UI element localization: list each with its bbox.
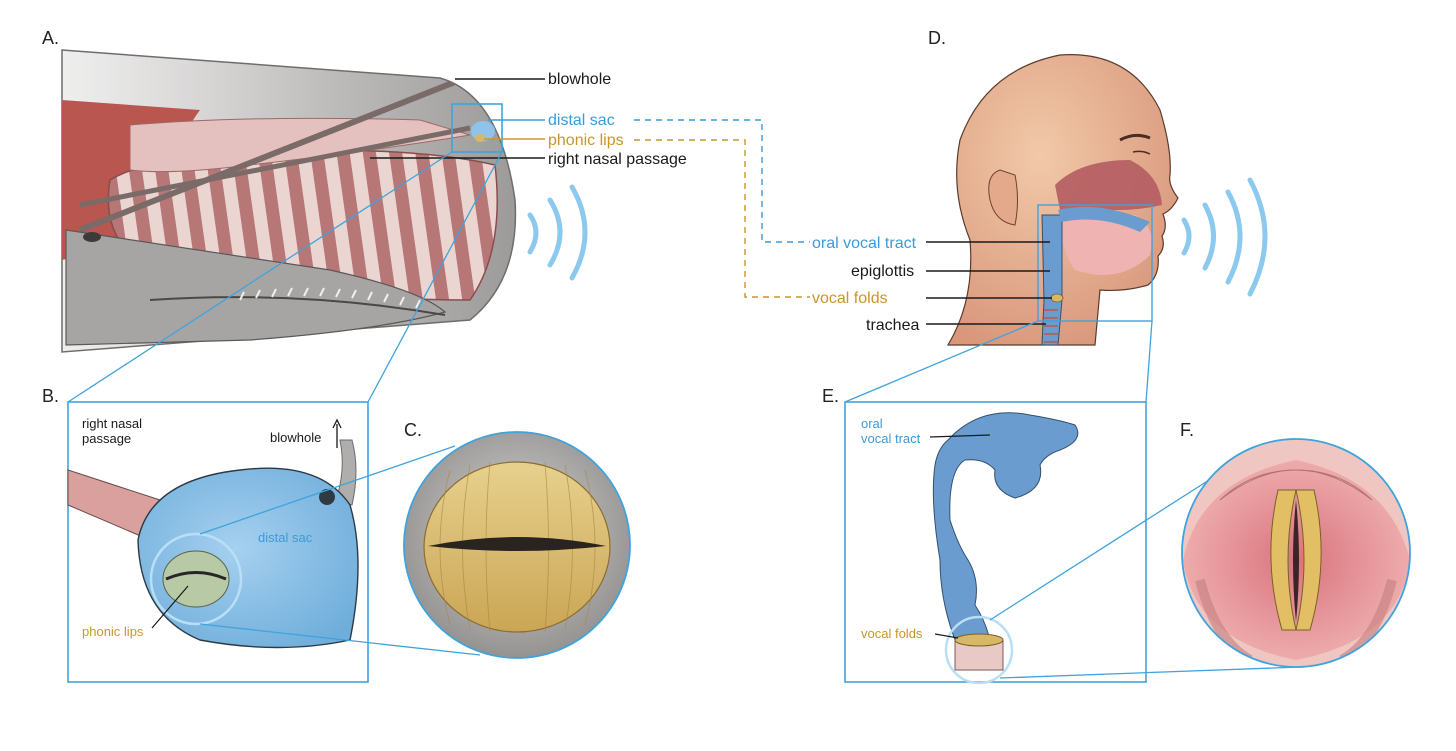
panel-c-phonic-lips: C. <box>199 420 631 659</box>
connector-phonic-lips-to-vocal-folds <box>634 139 810 298</box>
label-b-right-nasal-line1: right nasal <box>82 416 142 431</box>
whale-eye <box>83 232 101 242</box>
homology-connectors <box>634 119 810 298</box>
phonic-lips-shape <box>475 134 485 142</box>
human-ear <box>988 169 1018 226</box>
label-e-oral-line2: vocal tract <box>861 431 921 446</box>
label-b-distal-sac: distal sac <box>258 530 313 545</box>
connector-distal-sac-to-oral-vocal-tract <box>634 119 810 243</box>
panel-e-letter: E. <box>822 386 839 406</box>
vocal-tract-upper <box>1058 206 1150 232</box>
glottis <box>1293 500 1299 622</box>
panel-b-letter: B. <box>42 386 59 406</box>
panel-d-labels: oral vocal tract epiglottis vocal folds … <box>812 235 1052 334</box>
sound-waves-icon <box>1181 177 1268 297</box>
phonic-lips-closeup <box>162 550 230 608</box>
whale-head-illustration <box>61 49 517 353</box>
nasal-cavity <box>1055 160 1162 210</box>
panel-a-letter: A. <box>42 28 59 48</box>
label-distal-sac: distal sac <box>548 112 615 129</box>
label-epiglottis: epiglottis <box>851 263 914 280</box>
label-b-right-nasal-line2: passage <box>82 431 131 446</box>
label-e-vocal-folds: vocal folds <box>861 626 923 641</box>
blowhole-tube <box>335 439 357 506</box>
panel-f-vocal-folds: F. <box>989 420 1411 679</box>
panel-d-zoom-box <box>1037 204 1153 322</box>
label-vocal-folds: vocal folds <box>812 290 888 307</box>
label-trachea: trachea <box>866 317 919 334</box>
label-phonic-lips: phonic lips <box>548 132 624 149</box>
panel-f-letter: F. <box>1180 420 1194 440</box>
oral-cavity <box>1060 215 1153 275</box>
vocal-fold-right <box>1295 489 1322 631</box>
label-right-nasal-passage: right nasal passage <box>548 151 687 168</box>
vocal-tract-cast <box>932 412 1079 641</box>
vocal-folds-highlight <box>944 615 1014 685</box>
panel-b-distal-sac: B. right nasal passage blowhole distal s… <box>42 151 503 683</box>
panel-c-letter: C. <box>404 420 422 440</box>
blowhole-opening <box>319 489 335 505</box>
label-oral-vocal-tract: oral vocal tract <box>812 235 917 252</box>
panel-a-labels: blowhole distal sac phonic lips right na… <box>370 71 687 168</box>
human-head-illustration <box>946 54 1179 346</box>
vocal-folds-small <box>954 633 1004 647</box>
label-blowhole: blowhole <box>548 71 611 88</box>
panel-a-zoom-box <box>451 103 503 153</box>
label-b-phonic-lips: phonic lips <box>82 624 144 639</box>
whale-teeth <box>239 287 421 309</box>
label-e-oral-line1: oral <box>861 416 883 431</box>
phonic-lips-slit <box>428 537 606 551</box>
sound-waves-icon <box>527 184 588 281</box>
panel-a-whale-head: A. <box>42 28 687 353</box>
arrow-up-icon <box>332 418 342 448</box>
panel-e-vocal-tract: E. oral vocal tract vocal folds <box>822 320 1153 685</box>
panel-d-letter: D. <box>928 28 946 48</box>
label-b-blowhole: blowhole <box>270 430 321 445</box>
phonic-lips-highlight <box>149 532 243 626</box>
panel-d-human-head: D. <box>812 28 1268 346</box>
